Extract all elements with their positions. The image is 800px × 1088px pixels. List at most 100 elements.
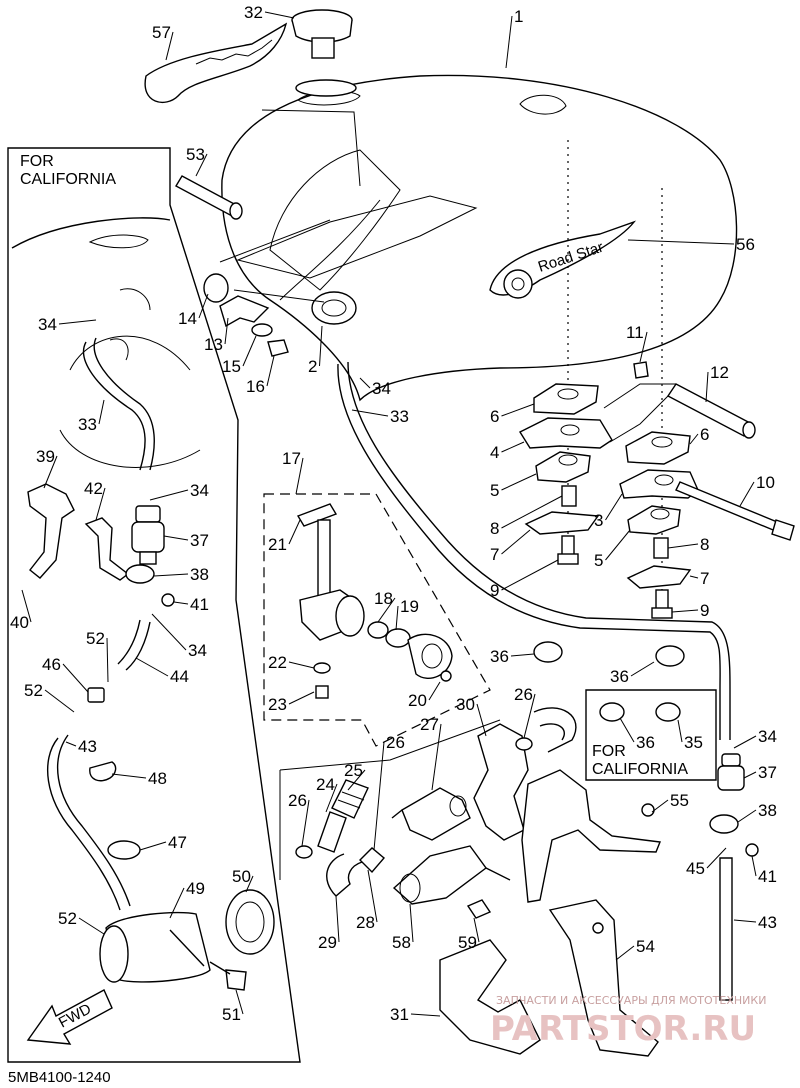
california-box-left-title-1: FOR [20,153,54,170]
callout-leader-l34d [151,613,187,651]
callout-label-l50: 50 [232,867,251,886]
callout-leader-l36a [510,653,535,657]
callout-label-l36a: 36 [490,647,509,666]
callout-leader-l33b [351,409,389,417]
callout-leader-l32 [264,11,295,19]
mount-bracket-4 [518,417,613,449]
mount-damper-5b [627,505,681,535]
callout-leader-l45 [706,847,727,869]
callout-leader-l11 [639,331,648,363]
canister-49 [99,911,211,983]
fuel-cock-cover-20 [407,633,453,682]
callout-leader-l48 [111,773,147,779]
callout-label-l11: 11 [626,323,644,342]
callout-label-l43b: 43 [758,913,777,932]
mount-damper-6a [533,383,599,415]
callout-leader-l14 [198,293,209,319]
hose-24 [317,811,347,853]
damper-14 [203,273,229,303]
callout-label-l4: 4 [490,443,499,462]
callout-leader-l8b [667,543,699,549]
fuel-filter-27 [391,787,471,841]
fuel-hose-right [533,707,577,753]
callout-label-l34a: 34 [38,315,57,334]
breather-hose-33 [337,361,731,740]
mount-damper-6b [625,431,691,465]
callout-leader-l16 [266,355,275,387]
clamp-38-left [125,564,155,584]
california-box-right: FOR CALIFORNIA [585,689,717,781]
callout-label-l34c: 34 [190,481,209,500]
callout-leader-l37a [163,535,189,541]
fwd-arrow: FWD [26,989,113,1045]
callout-label-l38a: 38 [190,565,209,584]
mount-brace-lines [603,383,676,443]
callout-label-l59: 59 [458,933,477,952]
callout-label-l43a: 43 [78,737,97,756]
callout-leader-l27 [431,723,442,791]
callout-label-l30: 30 [456,695,475,714]
callout-leader-l7a [501,529,531,555]
callout-leader-l51 [235,989,244,1015]
callout-leader-l58 [409,903,414,943]
callout-label-l5b: 5 [594,551,603,570]
callout-label-l39: 39 [36,447,55,466]
callout-label-l5a: 5 [490,481,499,500]
callout-label-l36b: 36 [610,667,629,686]
callout-label-l1: 1 [514,7,523,26]
callout-leader-l41a [173,601,189,605]
clip-26c [515,737,533,751]
callout-label-l26c: 26 [514,685,533,704]
callout-label-l41b: 41 [758,867,777,886]
callout-leader-l42 [95,487,106,521]
callout-leader-l55 [651,799,669,813]
callout-label-l53: 53 [186,145,205,164]
callout-leader-l2 [319,325,323,367]
callout-leader-l34a [58,319,97,325]
callout-label-l13: 13 [204,335,223,354]
check-valve-37-right [717,753,745,791]
callout-label-l36c: 36 [636,733,655,752]
callout-label-l20: 20 [408,691,427,710]
callout-leader-l37b [743,771,757,779]
callout-leader-l36b [630,661,655,677]
bolt-9a [557,535,579,565]
callout-label-l26b: 26 [386,733,405,752]
callout-label-l8b: 8 [700,535,709,554]
fuel-cock-box-17 [263,493,491,747]
california-tank-outline [11,217,201,468]
callout-leader-l40 [21,589,32,623]
callout-leader-l54 [615,945,635,961]
callout-label-l25: 25 [344,761,363,780]
screw-41-right [745,843,759,857]
callout-leader-l17 [295,457,304,495]
callout-label-l7a: 7 [490,545,499,564]
check-valve-37-left [131,505,165,565]
leader-lines [219,109,478,303]
callout-leader-l19 [395,605,399,631]
callout-label-l54: 54 [636,937,655,956]
canister-bracket-39 [27,483,75,579]
callout-label-l57: 57 [152,23,171,42]
callout-leader-l25 [347,769,366,791]
callout-leader-l46 [62,663,89,693]
callout-leader-l21 [288,519,301,545]
callout-leader-l52a [106,637,109,683]
callout-label-l24: 24 [316,775,335,794]
callout-label-l42: 42 [84,479,103,498]
callout-label-l3: 3 [594,511,603,530]
watermark: ЗАПЧАСТИ И АКСЕССУАРЫ ДЛЯ МОТОТЕХНИКИ PA… [490,994,766,1049]
callout-label-l46: 46 [42,655,61,674]
callout-leader-l53 [195,153,208,177]
callout-label-l48: 48 [148,769,167,788]
callout-leader-l29 [335,895,340,943]
callout-leader-l35 [677,719,683,743]
california-box-right-title-1: FOR [592,743,626,760]
hose-29 [326,853,363,897]
callout-leader-l30 [476,703,487,737]
callout-label-l34d: 34 [188,641,207,660]
callout-label-l44: 44 [170,667,189,686]
clip-26a [295,845,313,859]
